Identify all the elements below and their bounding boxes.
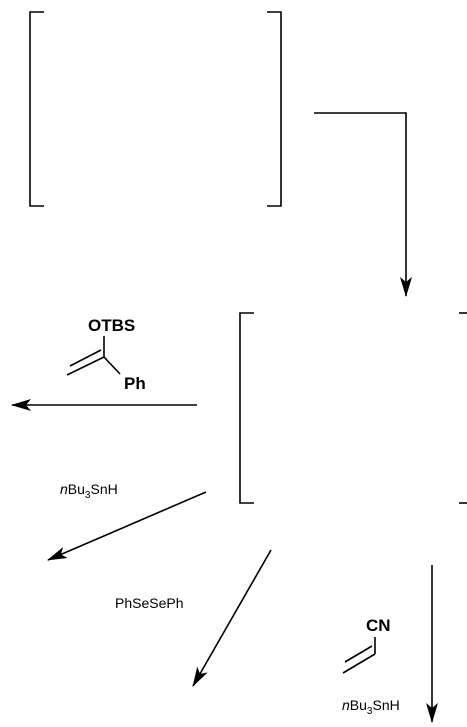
c-ph-bond xyxy=(103,356,121,375)
c-ch2-double-bond-b xyxy=(344,645,373,663)
top-left-bracket xyxy=(29,11,44,207)
c-ch2-double-bond-a xyxy=(66,356,105,376)
tin-hydride-left-label: nBu3SnH xyxy=(60,481,118,501)
c-ch2-double-bond-a xyxy=(342,653,376,674)
cn-label: CN xyxy=(366,616,391,635)
top-right-bracket xyxy=(267,11,282,207)
top-bracket-group xyxy=(29,11,282,207)
acrylonitrile-reagent: CN xyxy=(342,616,391,674)
otbs-label: OTBS xyxy=(88,316,135,335)
middle-left-bracket xyxy=(239,312,254,504)
c-ch2-double-bond-b xyxy=(69,349,102,367)
lower-left-diagonal-arrow xyxy=(47,491,207,561)
steep-diagonal-arrow xyxy=(192,549,272,687)
elbow-arrow-down xyxy=(314,112,412,297)
diselenide-label: PhSeSePh xyxy=(115,595,184,611)
ph-label: Ph xyxy=(124,374,146,393)
middle-bracket-group xyxy=(239,312,467,504)
tin-hydride-right-label: nBu3SnH xyxy=(342,697,400,717)
silyl-enol-ether-reagent: OTBS Ph xyxy=(66,316,146,393)
